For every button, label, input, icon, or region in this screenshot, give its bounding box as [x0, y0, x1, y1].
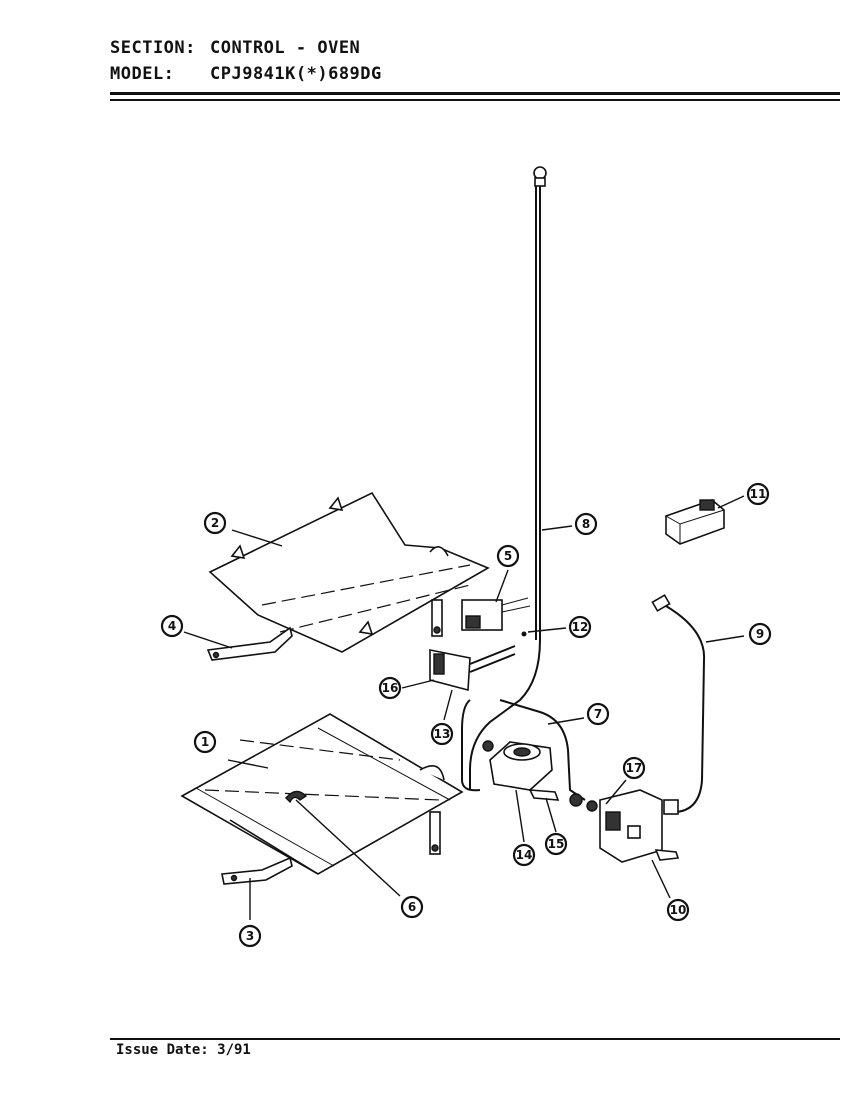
part-16-ignitor — [429, 645, 516, 692]
part-18-safety-valve — [586, 789, 680, 863]
leader-lines — [183, 495, 745, 920]
model-label: MODEL: — [110, 64, 175, 84]
callout-2: 2 — [203, 511, 227, 535]
part-4-upper-bracket — [206, 626, 293, 661]
svg-text:11: 11 — [750, 487, 767, 501]
part-8-sensor-tube — [469, 166, 547, 790]
part-5-switch — [461, 597, 531, 631]
callout-14: 14 — [512, 843, 536, 867]
callout-5: 5 — [496, 544, 520, 568]
part-14-regulator — [482, 740, 583, 807]
model-header: MODEL: CPJ9841K(*)689DG — [110, 64, 382, 84]
callout-13: 13 — [430, 722, 454, 746]
callout-7: 7 — [586, 702, 610, 726]
part-11-module — [665, 499, 725, 545]
part-9-gas-line — [651, 594, 706, 815]
part-3-lower-bracket — [221, 856, 293, 885]
svg-text:17: 17 — [626, 761, 643, 775]
callout-10: 10 — [666, 898, 690, 922]
svg-text:4: 4 — [168, 619, 176, 633]
callout-1: 1 — [193, 730, 217, 754]
callout-3: 3 — [238, 924, 262, 948]
svg-text:6: 6 — [408, 900, 416, 914]
issue-date: Issue Date: 3/91 — [116, 1042, 251, 1058]
model-value: CPJ9841K(*)689DG — [210, 64, 382, 84]
callout-16: 16 — [378, 676, 402, 700]
callout-4: 4 — [160, 614, 184, 638]
part-7-pilot-tubing — [461, 699, 586, 801]
svg-text:2: 2 — [211, 516, 219, 530]
svg-text:10: 10 — [670, 903, 687, 917]
footer-rule — [110, 1038, 840, 1040]
callout-8: 8 — [574, 512, 598, 536]
callout-12: 12 — [568, 615, 592, 639]
svg-text:3: 3 — [246, 929, 254, 943]
section-label: SECTION: — [110, 38, 196, 58]
part-1-lower-shield — [180, 713, 464, 875]
callout-17: 17 — [622, 756, 646, 780]
svg-text:8: 8 — [582, 517, 590, 531]
svg-text:15: 15 — [548, 837, 565, 851]
callout-15: 15 — [544, 832, 568, 856]
section-value: CONTROL - OVEN — [210, 38, 361, 58]
svg-text:13: 13 — [434, 727, 451, 741]
section-header: SECTION: CONTROL - OVEN — [110, 38, 360, 58]
svg-text:16: 16 — [382, 681, 399, 695]
part-15-bracket — [528, 789, 560, 801]
callout-11: 11 — [746, 482, 770, 506]
part-2-upper-shield — [208, 491, 490, 653]
svg-text:7: 7 — [594, 707, 602, 721]
header-rule-thin — [110, 99, 840, 101]
svg-text:5: 5 — [504, 549, 512, 563]
part-6-clip — [285, 790, 308, 804]
svg-text:12: 12 — [572, 620, 589, 634]
svg-text:9: 9 — [756, 627, 764, 641]
svg-text:1: 1 — [201, 735, 209, 749]
svg-text:14: 14 — [516, 848, 533, 862]
callout-9: 9 — [748, 622, 772, 646]
header-rule-thick — [110, 92, 840, 95]
callout-6: 6 — [400, 895, 424, 919]
